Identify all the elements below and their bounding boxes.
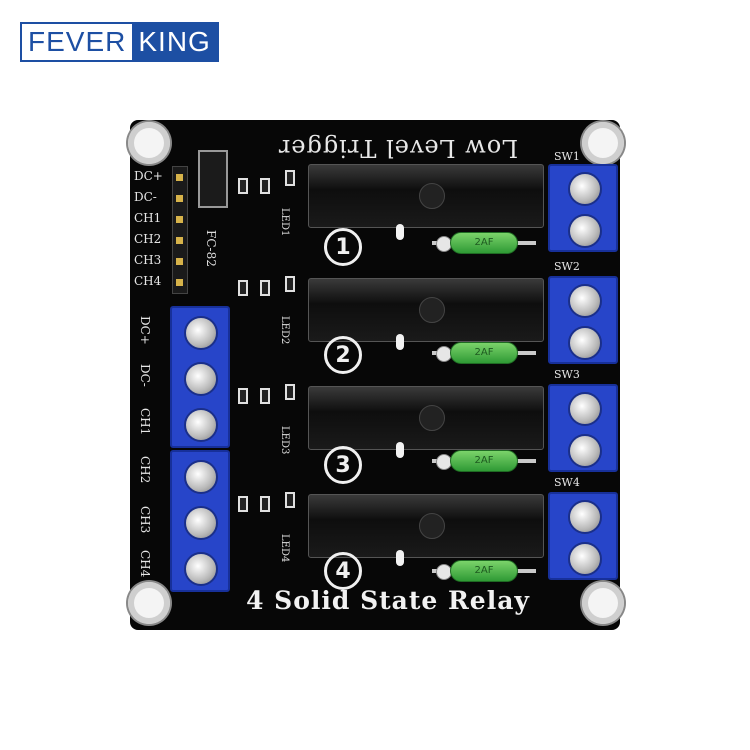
screw-terminal-block: [548, 492, 618, 580]
screw-terminal-block: [548, 276, 618, 364]
smd-resistor: [285, 170, 295, 186]
smd-resistor: [260, 388, 270, 404]
relay-number: 4: [324, 552, 362, 590]
mounting-hole-top-left: [128, 122, 170, 164]
led-label: LED4: [279, 534, 290, 563]
ic-label: FC-82: [204, 230, 218, 267]
relay-marker: [419, 513, 445, 539]
screw-icon: [568, 214, 602, 248]
screw-icon: [568, 172, 602, 206]
fuse: 2AF: [432, 232, 536, 254]
fuse-label: 2AF: [450, 232, 518, 254]
smd-resistor: [285, 276, 295, 292]
smd-resistor: [238, 178, 248, 194]
terminal-label: CH3: [138, 506, 152, 534]
solid-state-relay: [308, 278, 544, 342]
header-pin: [176, 174, 183, 181]
led-label: LED2: [279, 316, 290, 345]
screw-icon: [568, 284, 602, 318]
board-slot: [396, 334, 404, 350]
screw-terminal-block: [170, 306, 230, 448]
header-pin-label: DC+: [134, 169, 163, 183]
led-label: LED3: [279, 426, 290, 455]
terminal-label: DC-: [138, 364, 152, 387]
header-pin-label: CH3: [134, 253, 162, 267]
terminal-label: CH4: [138, 550, 152, 578]
screw-terminal-block: [170, 450, 230, 592]
relay-marker: [419, 405, 445, 431]
screw-icon: [568, 500, 602, 534]
screw-icon: [184, 506, 218, 540]
screw-icon: [184, 408, 218, 442]
relay-marker: [419, 183, 445, 209]
screw-icon: [184, 460, 218, 494]
header-pin: [176, 258, 183, 265]
screw-terminal-block: [548, 384, 618, 472]
mounting-hole-top-right: [582, 122, 624, 164]
screw-icon: [184, 316, 218, 350]
solid-state-relay: [308, 164, 544, 228]
solid-state-relay: [308, 386, 544, 450]
fuse-label: 2AF: [450, 450, 518, 472]
brand-logo: FEVER KING: [20, 22, 219, 62]
smd-resistor: [260, 178, 270, 194]
header-pin: [176, 279, 183, 286]
header-pin: [176, 195, 183, 202]
logo-word-king: KING: [132, 24, 217, 60]
switch-label: SW1: [554, 150, 580, 163]
mounting-hole-bottom-right: [582, 582, 624, 624]
header-pin-label: CH1: [134, 211, 162, 225]
relay-board: Low Level Trigger DC+ DC- CH1 CH2 CH3 CH…: [128, 120, 624, 630]
led-label: LED1: [279, 208, 290, 237]
board-slot: [396, 442, 404, 458]
smd-resistor: [238, 280, 248, 296]
board-slot: [396, 550, 404, 566]
smd-resistor: [285, 384, 295, 400]
relay-marker: [419, 297, 445, 323]
pin-header: [172, 166, 188, 294]
fuse-label: 2AF: [450, 342, 518, 364]
ic-chip: [198, 150, 228, 208]
terminal-label: DC+: [138, 316, 152, 345]
switch-label: SW3: [554, 368, 580, 381]
solid-state-relay: [308, 494, 544, 558]
terminal-label: CH1: [138, 408, 152, 436]
relay-number: 1: [324, 228, 362, 266]
fuse: 2AF: [432, 450, 536, 472]
fuse: 2AF: [432, 560, 536, 582]
screw-icon: [568, 392, 602, 426]
board-slot: [396, 224, 404, 240]
screw-icon: [568, 326, 602, 360]
header-pin: [176, 216, 183, 223]
smd-resistor: [260, 280, 270, 296]
logo-word-fever: FEVER: [22, 24, 133, 60]
board-footer-label: 4 Solid State Relay: [246, 586, 530, 615]
smd-resistor: [238, 496, 248, 512]
smd-resistor: [260, 496, 270, 512]
screw-terminal-block: [548, 164, 618, 252]
smd-resistor: [238, 388, 248, 404]
relay-number: 3: [324, 446, 362, 484]
fuse: 2AF: [432, 342, 536, 364]
header-pin-label: CH2: [134, 232, 162, 246]
relay-number: 2: [324, 336, 362, 374]
screw-icon: [568, 542, 602, 576]
header-pin-label: DC-: [134, 190, 157, 204]
screw-icon: [184, 362, 218, 396]
screw-icon: [568, 434, 602, 468]
header-pin-label: CH4: [134, 274, 162, 288]
board-title: Low Level Trigger: [277, 134, 519, 162]
header-pin: [176, 237, 183, 244]
screw-icon: [184, 552, 218, 586]
mounting-hole-bottom-left: [128, 582, 170, 624]
switch-label: SW4: [554, 476, 580, 489]
smd-resistor: [285, 492, 295, 508]
terminal-label: CH2: [138, 456, 152, 484]
fuse-label: 2AF: [450, 560, 518, 582]
switch-label: SW2: [554, 260, 580, 273]
